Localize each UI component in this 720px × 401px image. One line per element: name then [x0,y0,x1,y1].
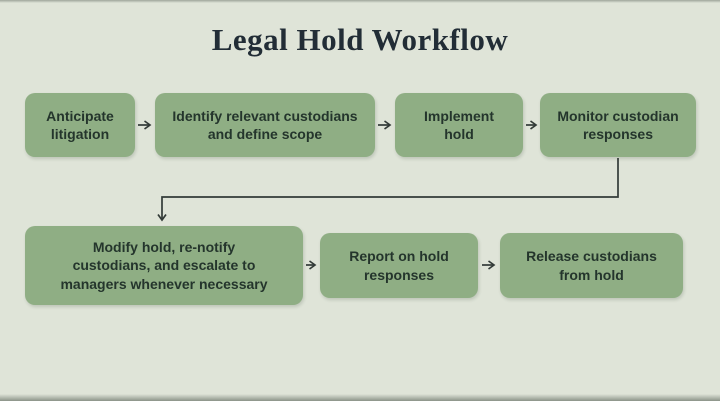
flow-node-monitor-responses: Monitor custodian responses [540,93,696,157]
flow-node-anticipate-litigation: Anticipate litigation [25,93,135,157]
bottom-edge-shadow [0,394,720,401]
flow-node-release-custodians: Release custodians from hold [500,233,683,298]
flow-node-implement-hold: Implement hold [395,93,523,157]
arrow-monitor-to-modify [157,158,619,222]
flow-node-identify-custodians: Identify relevant custodians and define … [155,93,375,157]
top-edge-shadow [0,0,720,3]
diagram-title: Legal Hold Workflow [211,22,509,57]
flow-node-modify-hold: Modify hold, re-notify custodians, and e… [25,226,303,305]
flow-node-report-responses: Report on hold responses [320,233,478,298]
